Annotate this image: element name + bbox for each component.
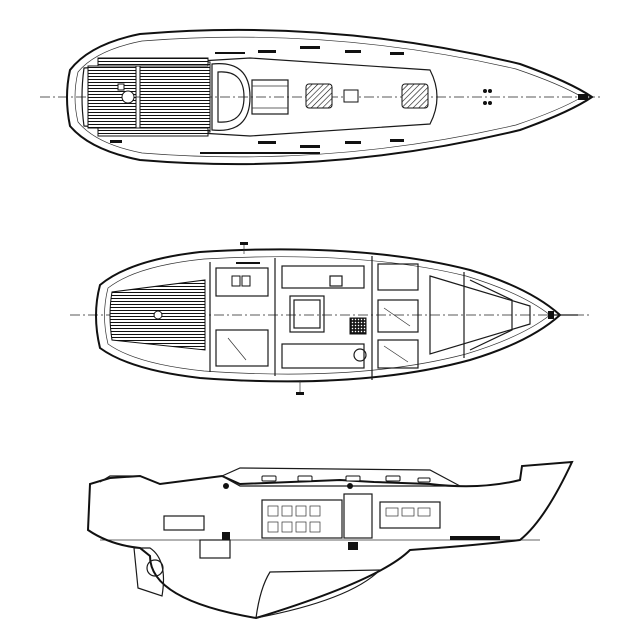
- dim-mark-top-cap: [240, 242, 248, 245]
- dodger-outline: [211, 63, 251, 131]
- deck-plan-view: [40, 28, 600, 166]
- deck-hardware: [110, 46, 588, 154]
- quarter-berth-diag: [227, 337, 247, 361]
- winch-profile-icon: [223, 483, 229, 489]
- engine: [199, 539, 231, 559]
- galley-sink-2-icon: [241, 275, 251, 287]
- stern-rail: [99, 475, 140, 483]
- cockpit-starboard-seat: [97, 127, 209, 137]
- galley-counter: [215, 267, 269, 297]
- port-settee: [281, 265, 365, 289]
- interior-hull-outline: [95, 248, 562, 383]
- bow-boot-stripe: [450, 536, 500, 540]
- deck-hull-outline: [66, 28, 594, 166]
- profile-saloon-joinery: [261, 499, 343, 539]
- dim-mark-bottom-cap: [296, 392, 304, 395]
- deckhouse-ports: [261, 475, 431, 483]
- mast-step-icon: [343, 89, 359, 103]
- cabin-trunk-outline: [81, 57, 438, 137]
- hanging-locker: [377, 263, 419, 291]
- interior-hull-inner: [104, 256, 551, 375]
- cockpit-port-seat: [97, 57, 209, 67]
- head-compartment: [377, 299, 419, 333]
- profile-detail-2: [348, 542, 358, 550]
- v-berth-split: [469, 279, 513, 351]
- settee-cushion: [329, 275, 343, 287]
- fore-hatch-icon: [401, 83, 429, 109]
- keel: [255, 569, 382, 619]
- fwd-locker: [377, 339, 419, 369]
- starboard-settee: [281, 343, 365, 369]
- cabin-door-swings: [383, 307, 411, 363]
- profile-detail: [222, 532, 230, 540]
- profile-hull: [86, 460, 574, 620]
- deckhouse: [220, 467, 461, 487]
- bow-fitting: [548, 311, 554, 319]
- profile-aft-cabin: [163, 515, 205, 531]
- saloon-table-top: [293, 299, 321, 329]
- mid-hatch-icon: [305, 83, 333, 109]
- profile-forward-lockers: [379, 501, 441, 529]
- profile-head: [343, 493, 373, 539]
- profile-cabinet-doors: [267, 505, 431, 533]
- galley-sink-icon: [231, 275, 241, 287]
- aft-wheel-icon: [153, 310, 163, 320]
- cabin-top-panel: [251, 79, 289, 115]
- profile-view: [86, 460, 574, 620]
- companionway-hatch: [217, 71, 245, 123]
- propeller-icon: [146, 559, 164, 577]
- galley-detail: [236, 262, 260, 264]
- mast-step-grid: [349, 317, 367, 335]
- cockpit-sole: [139, 61, 211, 133]
- v-berth: [429, 275, 531, 355]
- head-toilet-icon: [353, 348, 367, 362]
- saloon-table: [289, 295, 325, 333]
- deck-edge-line: [74, 36, 583, 158]
- accommodation-plan-view: [70, 242, 590, 395]
- quarter-berth: [215, 329, 269, 367]
- mast-profile-icon: [347, 483, 353, 489]
- helm-wheel-icon: [121, 90, 135, 104]
- winch-icon: [117, 83, 125, 91]
